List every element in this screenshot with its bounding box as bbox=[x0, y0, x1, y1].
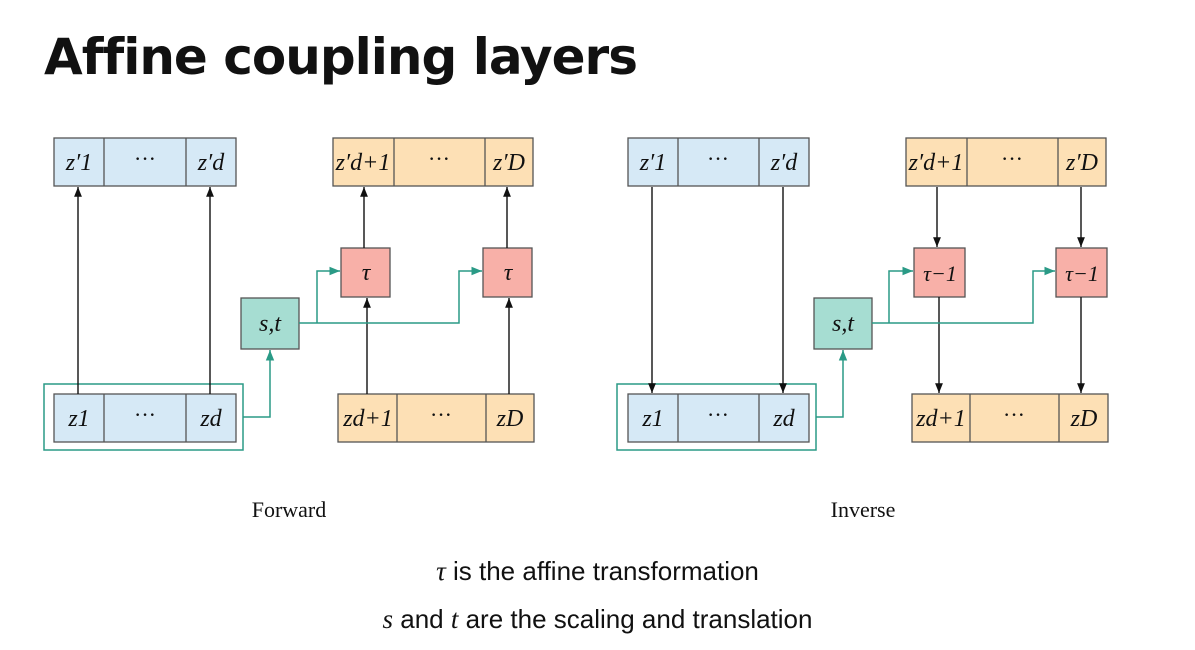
forward-st-box: s,t bbox=[240, 297, 300, 350]
forward-tau-box-2: τ bbox=[482, 247, 533, 298]
caption-line-1-text: is the affine transformation bbox=[445, 556, 759, 586]
forward-caption: Forward bbox=[252, 497, 327, 522]
ellipsis: ··· bbox=[1001, 146, 1023, 171]
inverse-tau-inverse-box-2: τ−1 bbox=[1055, 247, 1108, 298]
inverse-diagram: z′1 ··· z′d z′d+1 ··· z′D τ−1 τ−1 s,t bbox=[616, 137, 1109, 522]
z-d-label: zd bbox=[199, 406, 222, 432]
forward-diagram: z′1 ··· z′d z′d+1 ··· z′D τ τ s,t bbox=[43, 137, 535, 522]
z-prime-d-plus-1-label: z′d+1 bbox=[908, 150, 964, 176]
inverse-st-box: s,t bbox=[813, 297, 873, 350]
ellipsis: ··· bbox=[134, 402, 156, 427]
svg-text:s,t: s,t bbox=[259, 311, 282, 337]
z-prime-1-label: z′1 bbox=[639, 150, 667, 176]
caption-line-2: s and t are the scaling and translation bbox=[382, 604, 813, 634]
t-symbol: t bbox=[450, 604, 459, 634]
caption-line-1: τ is the affine transformation bbox=[0, 556, 1195, 587]
forward-bottom-right-vector: zd+1 ··· zD bbox=[337, 393, 535, 443]
z-1-label: z1 bbox=[641, 406, 663, 432]
ellipsis: ··· bbox=[430, 402, 452, 427]
z-prime-D-label: z′D bbox=[1065, 150, 1098, 176]
svg-text:τ−1: τ−1 bbox=[1065, 261, 1099, 286]
svg-text:τ: τ bbox=[504, 260, 514, 286]
inverse-top-left-vector: z′1 ··· z′d bbox=[627, 137, 810, 187]
inverse-bottom-left-vector: z1 ··· zd bbox=[616, 383, 817, 451]
ellipsis: ··· bbox=[707, 146, 729, 171]
inverse-tau-inverse-box-1: τ−1 bbox=[913, 247, 966, 298]
z-D-label: zD bbox=[1070, 406, 1098, 432]
z-d-plus-1-label: zd+1 bbox=[915, 406, 966, 432]
forward-arrows bbox=[74, 187, 513, 394]
forward-tau-box-1: τ bbox=[340, 247, 391, 298]
inverse-top-right-vector: z′d+1 ··· z′D bbox=[905, 137, 1107, 187]
ellipsis: ··· bbox=[707, 402, 729, 427]
caption-line-2-text: are the scaling and translation bbox=[458, 604, 813, 634]
z-prime-D-label: z′D bbox=[492, 150, 525, 176]
svg-text:τ: τ bbox=[362, 260, 372, 286]
inverse-arrows bbox=[648, 187, 1085, 393]
z-D-label: zD bbox=[496, 406, 524, 432]
forward-top-left-vector: z′1 ··· z′d bbox=[53, 137, 237, 187]
ellipsis: ··· bbox=[134, 146, 156, 171]
z-prime-1-label: z′1 bbox=[65, 150, 93, 176]
z-1-label: z1 bbox=[67, 406, 89, 432]
page-title: Affine coupling layers bbox=[44, 28, 638, 86]
svg-text:τ−1: τ−1 bbox=[923, 261, 957, 286]
z-d-plus-1-label: zd+1 bbox=[342, 406, 393, 432]
ellipsis: ··· bbox=[428, 146, 450, 171]
tau-symbol: τ bbox=[436, 556, 446, 586]
s-symbol: s bbox=[382, 604, 394, 634]
ellipsis: ··· bbox=[1003, 402, 1025, 427]
inverse-teal-arrows bbox=[816, 266, 1055, 418]
inverse-bottom-right-vector: zd+1 ··· zD bbox=[911, 393, 1109, 443]
z-d-label: zd bbox=[772, 406, 795, 432]
z-prime-d-label: z′d bbox=[770, 150, 799, 176]
inverse-caption: Inverse bbox=[831, 497, 896, 522]
forward-top-right-vector: z′d+1 ··· z′D bbox=[332, 137, 534, 187]
svg-text:s,t: s,t bbox=[832, 311, 855, 337]
forward-bottom-left-vector: z1 ··· zd bbox=[43, 383, 244, 451]
z-prime-d-plus-1-label: z′d+1 bbox=[335, 150, 391, 176]
z-prime-d-label: z′d bbox=[197, 150, 226, 176]
forward-teal-arrows bbox=[243, 266, 482, 418]
